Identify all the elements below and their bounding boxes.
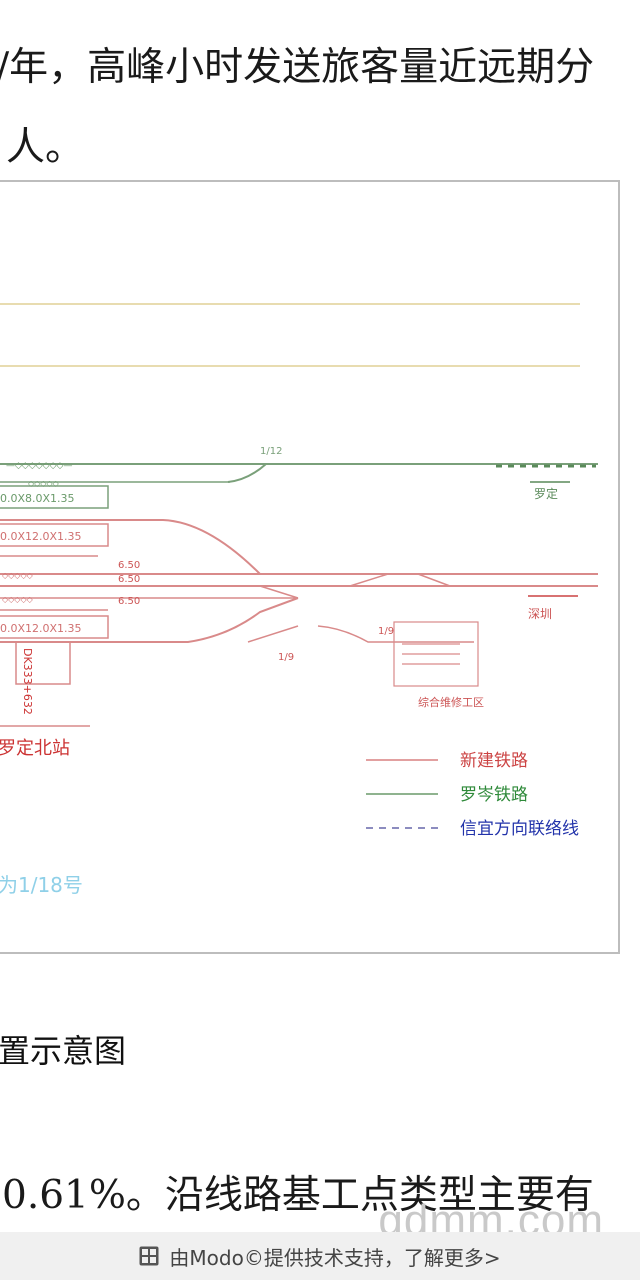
article-paragraph-2: 人。: [6, 125, 85, 170]
maintenance-branch: [247, 625, 299, 643]
maintenance-track: [317, 625, 474, 643]
track-markers: ◇◇◇◇◇: [28, 479, 60, 488]
legend-label-xinyi-link: 信宜方向联络线: [460, 819, 579, 839]
station-name-label: 罗定北站: [0, 738, 70, 759]
footer-banner[interactable]: 由Modo©提供技术支持，了解更多>: [0, 1232, 640, 1280]
track-spacing-1: 6.50: [118, 560, 140, 571]
crossover: [349, 573, 389, 587]
switch-label-right: 1/9: [378, 626, 394, 637]
platform-box-mid-label: 0.0X12.0X1.35: [0, 530, 82, 543]
article-paragraph-3: 0.61%。沿线路基工点类型主要有: [2, 1173, 594, 1218]
station-track-diagram: —◇◇◇◇◇◇◇— ◇◇◇◇◇ 1/12 罗定 0.0X8.0X1.35 0.0…: [0, 180, 620, 954]
new-track-upper: [0, 519, 261, 575]
maintenance-yard-box: [393, 621, 479, 687]
maintenance-yard-label: 综合维修工区: [418, 695, 484, 709]
track-spacing-3: 6.50: [118, 596, 140, 607]
legend-label-luocen-railway: 罗岑铁路: [460, 785, 528, 805]
switch-note: 为1/18号: [0, 873, 83, 897]
mileage-label: DK333+632: [21, 648, 34, 715]
platform-box-top-label: 0.0X8.0X1.35: [0, 492, 75, 505]
figure-caption: 置示意图: [0, 1032, 127, 1070]
switch-label-bottom: 1/9: [278, 652, 294, 663]
crossover: [259, 585, 299, 599]
existing-track-branch: [227, 463, 267, 483]
platform-box-bottom: [0, 615, 109, 639]
direction-label-top: 罗定: [534, 486, 558, 501]
platform-box-mid: [0, 523, 109, 547]
modo-logo-icon: [139, 1246, 159, 1266]
track-diagram-svg: —◇◇◇◇◇◇◇— ◇◇◇◇◇ 1/12 罗定 0.0X8.0X1.35 0.0…: [0, 303, 598, 897]
direction-label-right: 深圳: [528, 607, 552, 621]
platform-box-bottom-label: 0.0X12.0X1.35: [0, 622, 82, 635]
footer-link[interactable]: 由Modo©提供技术支持，了解更多>: [169, 1245, 501, 1270]
track-markers: —◇◇◇◇◇◇◇—: [6, 461, 72, 471]
legend-label-new-railway: 新建铁路: [460, 751, 528, 771]
new-track-lower: [0, 597, 299, 643]
station-building: [15, 641, 71, 685]
track-spacing-2: 6.50: [118, 574, 140, 585]
switch-label-top: 1/12: [260, 446, 282, 457]
crossover: [417, 573, 451, 587]
track-markers: ◇◇◇◇◇: [2, 571, 34, 580]
track-markers: ◇◇◇◇◇: [2, 595, 34, 604]
platform-box-top: [0, 485, 109, 509]
article-paragraph-1: /年，高峰小时发送旅客量近远期分: [0, 45, 595, 90]
